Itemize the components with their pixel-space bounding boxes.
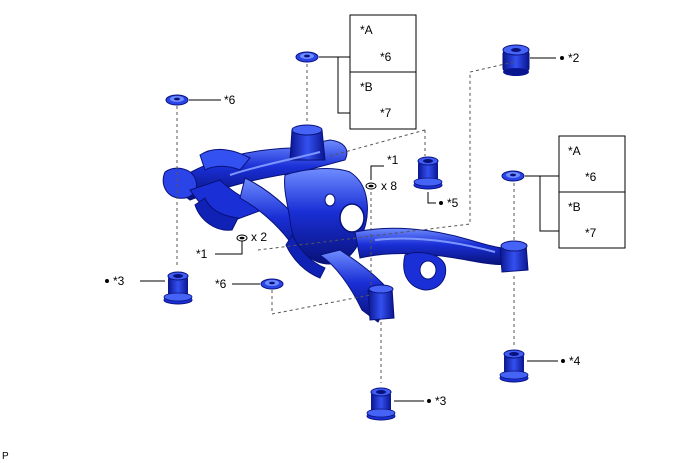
callout-6-lower: *6 <box>215 277 227 291</box>
callout-1-left: *1 <box>196 247 208 261</box>
legend-a-label-right: *A <box>568 144 581 158</box>
part-bushing-left-lower <box>163 271 193 305</box>
part-bolt-left <box>236 234 248 242</box>
footer-code: P <box>2 451 9 462</box>
callout-7-top: *7 <box>380 106 392 120</box>
part-stopper-top-left <box>165 94 189 106</box>
callout-2: *2 <box>568 51 580 65</box>
part-bushing-bottom-center <box>366 387 396 421</box>
callout-6-top: *6 <box>380 50 392 64</box>
part-stopper-lower-center <box>260 278 284 290</box>
legend-box-right: *A *6 *B *7 <box>558 135 626 249</box>
legend-box-top: *A *6 *B *7 <box>349 14 417 130</box>
quantity-x2: x 2 <box>251 230 267 244</box>
callout-4: *4 <box>569 354 581 368</box>
part-stopper-top-center <box>295 51 319 63</box>
legend-a-label-top: *A <box>360 23 373 37</box>
quantity-x8: x 8 <box>381 179 397 193</box>
part-bushing-center-upper <box>413 156 443 190</box>
alignment-lines <box>176 61 515 383</box>
legend-b-label-right: *B <box>568 200 581 214</box>
part-bolt-center <box>365 182 377 190</box>
callout-6-top-left: *6 <box>224 93 236 107</box>
callout-7-right: *7 <box>585 226 597 240</box>
part-bushing-upper-right <box>502 44 530 76</box>
part-stopper-right <box>501 170 525 182</box>
rear-suspension-member <box>162 124 529 323</box>
part-bushing-right-lower <box>499 349 529 383</box>
bullet-dots <box>105 56 565 403</box>
callout-5: *5 <box>447 196 459 210</box>
legend-b-label-top: *B <box>360 80 373 94</box>
callout-3-left: *3 <box>113 274 125 288</box>
callout-1-center: *1 <box>387 153 399 167</box>
callout-3-bottom: *3 <box>435 394 447 408</box>
callout-6-right: *6 <box>585 170 597 184</box>
